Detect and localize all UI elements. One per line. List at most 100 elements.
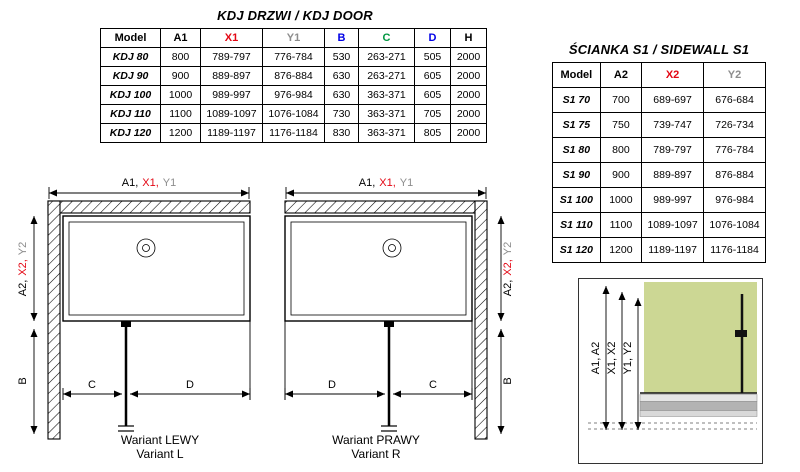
table-cell: 1200 xyxy=(599,237,643,263)
model-cell: S1 70 xyxy=(552,87,601,113)
table-cell: 1100 xyxy=(160,104,201,124)
sidewall-header-model: Model xyxy=(552,62,601,88)
table-row: S1 120 1200 1189-1197 1176-1184 xyxy=(552,237,766,263)
top-dim-line xyxy=(285,187,487,199)
table-cell: 976-984 xyxy=(703,187,766,213)
table-cell: 605 xyxy=(414,66,451,86)
variant-left-caption-pl: Wariant LEWY xyxy=(121,433,199,447)
sidewall-header-x2: X2 xyxy=(641,62,705,88)
shower-tray xyxy=(284,215,473,322)
wall-hatch xyxy=(284,200,488,440)
door-table-header-row: Model A1 X1 Y1 B C D H xyxy=(100,28,487,48)
c-dim-line xyxy=(62,388,122,400)
table-row: KDJ 110 1100 1089-1097 1076-1084 730 363… xyxy=(100,104,487,124)
detail-label-x: X1, X2 xyxy=(606,341,618,374)
table-cell: 900 xyxy=(160,66,201,86)
door-table: Model A1 X1 Y1 B C D H KDJ 80 800 789-79… xyxy=(100,28,487,143)
table-row: KDJ 100 1000 989-997 976-984 630 363-371… xyxy=(100,85,487,105)
detail-label-y: Y1, Y2 xyxy=(622,342,634,375)
model-cell: S1 100 xyxy=(552,187,601,213)
table-cell: 989-997 xyxy=(641,187,705,213)
table-cell: 263-271 xyxy=(358,47,415,67)
b-dim-label: B xyxy=(502,377,514,384)
top-dim-label: A1,X1,Y1 xyxy=(122,177,177,189)
door-header-d: D xyxy=(414,28,451,48)
door-header-b: B xyxy=(324,28,359,48)
drain-icon xyxy=(382,238,402,258)
section-detail-diagram: A1, A2 X1, X2 Y1, Y2 xyxy=(578,278,763,469)
table-cell: 889-897 xyxy=(200,66,263,86)
top-dim-line xyxy=(48,187,250,199)
table-cell: 1089-1097 xyxy=(200,104,263,124)
table-cell: 789-797 xyxy=(641,137,705,163)
sidewall-table-section: ŚCIANKA S1 / SIDEWALL S1 Model A2 X2 Y2 … xyxy=(552,42,766,263)
table-cell: 2000 xyxy=(450,66,487,86)
table-cell: 789-797 xyxy=(200,47,263,67)
table-cell: 700 xyxy=(599,87,643,113)
model-cell: KDJ 110 xyxy=(100,104,161,124)
b-dim-label: B xyxy=(18,377,29,384)
sidewall-table-title: ŚCIANKA S1 / SIDEWALL S1 xyxy=(568,42,750,57)
table-cell: 776-784 xyxy=(703,137,766,163)
table-cell: 876-884 xyxy=(703,162,766,188)
d-dim-label: D xyxy=(328,379,336,391)
table-cell: 676-684 xyxy=(703,87,766,113)
door-leaf xyxy=(118,321,134,432)
drain-icon xyxy=(136,238,156,258)
table-cell: 530 xyxy=(324,47,359,67)
table-cell: 363-371 xyxy=(358,104,415,124)
table-cell: 1089-1097 xyxy=(641,212,705,238)
table-cell: 2000 xyxy=(450,85,487,105)
side-dim-label: A2,X2,Y2 xyxy=(18,242,29,297)
d-dim-line xyxy=(130,321,251,400)
table-row: S1 90 900 889-897 876-884 xyxy=(552,162,766,188)
detail-dim-lines xyxy=(602,286,642,430)
door-leaf xyxy=(381,321,397,432)
door-table-title: KDJ DRZWI / KDJ DOOR xyxy=(217,8,373,23)
table-cell: 1000 xyxy=(160,85,201,105)
table-cell: 976-984 xyxy=(262,85,325,105)
door-table-section: KDJ DRZWI / KDJ DOOR Model A1 X1 Y1 B C … xyxy=(100,8,490,143)
sidewall-header-y2: Y2 xyxy=(703,62,766,88)
model-cell: KDJ 90 xyxy=(100,66,161,86)
table-cell: 2000 xyxy=(450,47,487,67)
variant-right-caption-pl: Wariant PRAWY xyxy=(332,433,420,447)
table-row: S1 70 700 689-697 676-684 xyxy=(552,87,766,113)
table-row: KDJ 80 800 789-797 776-784 530 263-271 5… xyxy=(100,47,487,67)
table-row: S1 75 750 739-747 726-734 xyxy=(552,112,766,138)
table-cell: 800 xyxy=(599,137,643,163)
table-cell: 726-734 xyxy=(703,112,766,138)
sidewall-header-a2: A2 xyxy=(599,62,643,88)
table-cell: 2000 xyxy=(450,104,487,124)
wall-section-fill xyxy=(644,282,757,393)
table-cell: 805 xyxy=(414,123,451,143)
table-cell: 750 xyxy=(599,112,643,138)
table-cell: 1189-1197 xyxy=(200,123,263,143)
table-cell: 363-371 xyxy=(358,123,415,143)
table-cell: 1076-1084 xyxy=(262,104,325,124)
model-cell: KDJ 120 xyxy=(100,123,161,143)
table-cell: 800 xyxy=(160,47,201,67)
table-cell: 739-747 xyxy=(641,112,705,138)
model-cell: S1 80 xyxy=(552,137,601,163)
side-dim-label: A2,X2,Y2 xyxy=(502,242,514,297)
model-cell: KDJ 100 xyxy=(100,85,161,105)
glass-clamp xyxy=(735,330,747,337)
tray-section xyxy=(588,392,758,430)
table-row: S1 100 1000 989-997 976-984 xyxy=(552,187,766,213)
table-cell: 1076-1084 xyxy=(703,212,766,238)
model-cell: S1 110 xyxy=(552,212,601,238)
table-cell: 889-897 xyxy=(641,162,705,188)
door-header-c: C xyxy=(358,28,415,48)
d-dim-label: D xyxy=(186,379,194,391)
table-cell: 730 xyxy=(324,104,359,124)
wall-hatch xyxy=(47,200,251,440)
door-header-a1: A1 xyxy=(160,28,201,48)
door-header-x1: X1 xyxy=(200,28,263,48)
table-cell: 876-884 xyxy=(262,66,325,86)
model-cell: S1 75 xyxy=(552,112,601,138)
table-cell: 263-271 xyxy=(358,66,415,86)
glass-panel xyxy=(735,294,747,393)
c-dim-line xyxy=(393,321,473,400)
